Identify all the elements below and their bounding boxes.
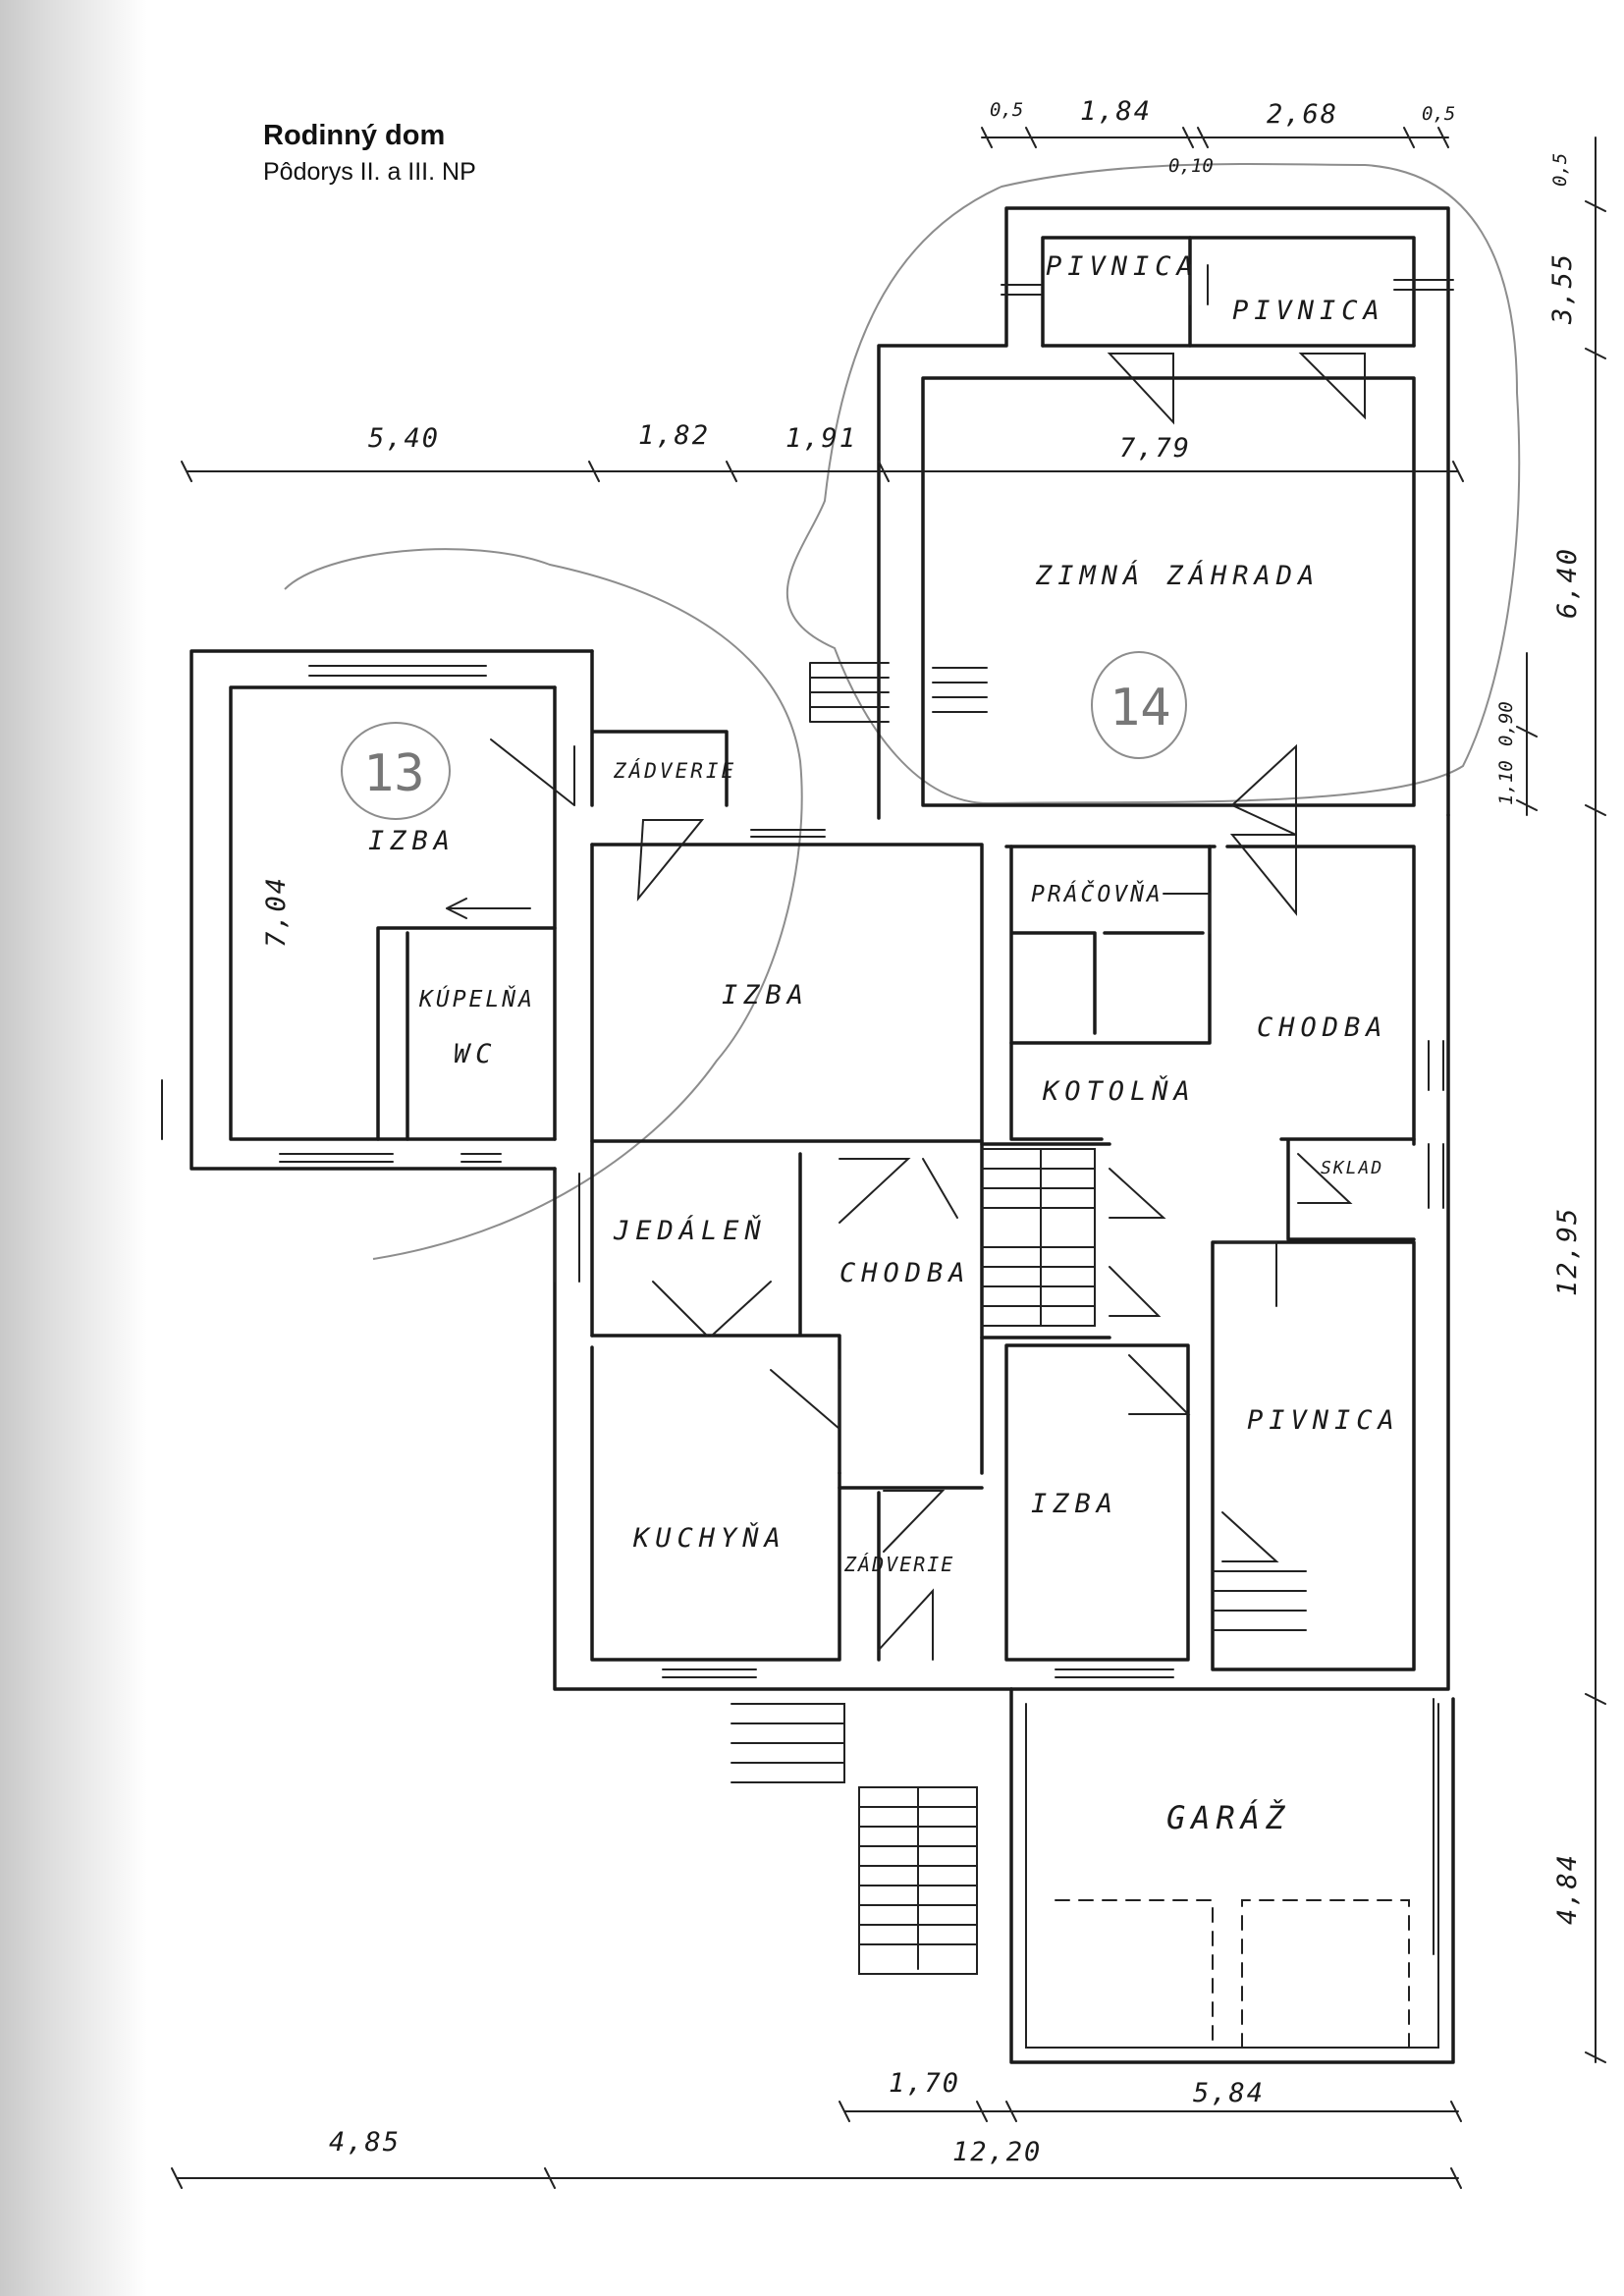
- dim-right-0-5: 0,5: [1549, 153, 1571, 187]
- zimna-zahrada-inner-wall: [921, 376, 1416, 807]
- label-pivnica-top-left: PIVNICA: [1046, 251, 1199, 282]
- circle-13: [341, 722, 451, 820]
- walls: [189, 206, 1455, 2064]
- page-subtitle: Pôdorys II. a III. NP: [263, 158, 476, 186]
- windows: [279, 264, 1454, 1955]
- jedalen-walls: [590, 1152, 841, 1475]
- label-kuchyna: KUCHYŇA: [632, 1522, 786, 1554]
- dim-top-1-84: 1,84: [1080, 96, 1152, 127]
- zadverie-bottom-walls: [838, 1486, 984, 1662]
- label-izba-right: IZBA: [1031, 1489, 1118, 1519]
- garage-walls: [1009, 1687, 1455, 2064]
- dim-1-91: 1,91: [785, 423, 857, 454]
- kuchyna-walls: [590, 1345, 841, 1662]
- dim-bottom-1-70: 1,70: [889, 2068, 960, 2099]
- page-title: Rodinný dom: [263, 120, 446, 151]
- label-zadverie-top: ZÁDVERIE: [613, 758, 736, 783]
- stairs: [731, 662, 1307, 1975]
- zadverie-top-walls: [590, 649, 729, 807]
- direction-arrow: [446, 898, 531, 919]
- central-top-wall: [590, 843, 984, 1475]
- label-jedalen: JEDÁLEŇ: [613, 1215, 767, 1246]
- dim-7-04: 7,04: [261, 876, 292, 948]
- left-wing-inner-wall: [229, 685, 557, 1141]
- pracovna-walls: [1009, 845, 1212, 1045]
- dimension-lines: [161, 127, 1606, 2189]
- central-outer-left-wall: [553, 1167, 1013, 1691]
- pivnica-block-inner-wall: [1041, 236, 1416, 348]
- label-sklad: SKLAD: [1321, 1158, 1383, 1178]
- sklad-walls: [1279, 1137, 1416, 1241]
- pivnica-right-walls: [1211, 1240, 1416, 1671]
- dim-5-40: 5,40: [368, 423, 440, 454]
- dim-7-79: 7,79: [1119, 433, 1191, 464]
- pencil-outline-14: [786, 163, 1521, 805]
- label-pivnica-top-right: PIVNICA: [1232, 296, 1385, 326]
- stair-core-walls: [980, 1142, 1111, 1339]
- label-izba-13: IZBA: [368, 826, 456, 856]
- label-zimna-zahrada: ZIMNÁ ZÁHRADA: [1035, 560, 1320, 591]
- scan-binding-shadow: [0, 0, 147, 2296]
- garage-inner-wall: [1025, 1703, 1439, 2049]
- izba-right-walls: [1004, 1343, 1190, 1662]
- dim-bottom-4-85: 4,85: [329, 2127, 401, 2158]
- dim-top-0-5-right: 0,5: [1422, 103, 1455, 125]
- kotolna-walls: [1009, 1041, 1104, 1141]
- dim-top-2-68: 2,68: [1267, 99, 1338, 130]
- dim-right-3-55: 3,55: [1547, 252, 1578, 325]
- page-header: Rodinný dom Pôdorys II. a III. NP: [263, 120, 476, 187]
- left-wing-outer-wall: [189, 649, 594, 1171]
- label-pracovna: PRÁČOVŇA: [1031, 880, 1164, 907]
- dim-top-0-5-left: 0,5: [990, 99, 1023, 121]
- dim-right-4-84: 4,84: [1552, 1853, 1583, 1925]
- marker-13: 13: [363, 744, 425, 803]
- circle-14: [1091, 651, 1187, 759]
- dim-right-0-90: 0,90: [1495, 701, 1517, 746]
- label-chodba-right: CHODBA: [1257, 1012, 1388, 1043]
- label-pivnica-right: PIVNICA: [1247, 1405, 1400, 1436]
- door-swings: [490, 353, 1366, 1661]
- dim-bottom-5-84: 5,84: [1193, 2078, 1265, 2108]
- central-outer-bottom-right: [1009, 813, 1450, 1691]
- dimension-values: 0,5 1,84 2,68 0,5 0,10 5,40 1,82 1,91 7,…: [261, 96, 1583, 2167]
- marker-14: 14: [1110, 679, 1171, 738]
- dim-top-0-10: 0,10: [1168, 155, 1214, 177]
- dim-right-12-95: 12,95: [1552, 1207, 1583, 1296]
- right-block-top: [1004, 845, 1416, 1146]
- room-labels: PIVNICA PIVNICA ZIMNÁ ZÁHRADA IZBA ZÁDVE…: [368, 251, 1400, 1836]
- label-wc: WC: [454, 1039, 498, 1069]
- label-zadverie-bottom: ZÁDVERIE: [843, 1553, 954, 1576]
- pencil-outline-13: [284, 548, 803, 1260]
- label-chodba-center: CHODBA: [839, 1258, 971, 1288]
- label-garaz: GARÁŽ: [1166, 1799, 1290, 1836]
- dim-right-1-10: 1,10: [1495, 760, 1517, 805]
- dim-1-82: 1,82: [638, 420, 710, 451]
- garage-car-outline: [1055, 1899, 1410, 2049]
- label-kotolna: KOTOLŇA: [1042, 1075, 1196, 1107]
- label-izba-center: IZBA: [722, 980, 809, 1011]
- kupelna-walls: [376, 926, 557, 1141]
- dim-bottom-12-20: 12,20: [952, 2137, 1042, 2167]
- pivnica-block-outer-wall: [1004, 206, 1450, 778]
- pivnica-left-wall: [877, 283, 1008, 820]
- dim-right-6-40: 6,40: [1552, 547, 1583, 619]
- label-kupelna: KÚPELŇA: [418, 985, 535, 1012]
